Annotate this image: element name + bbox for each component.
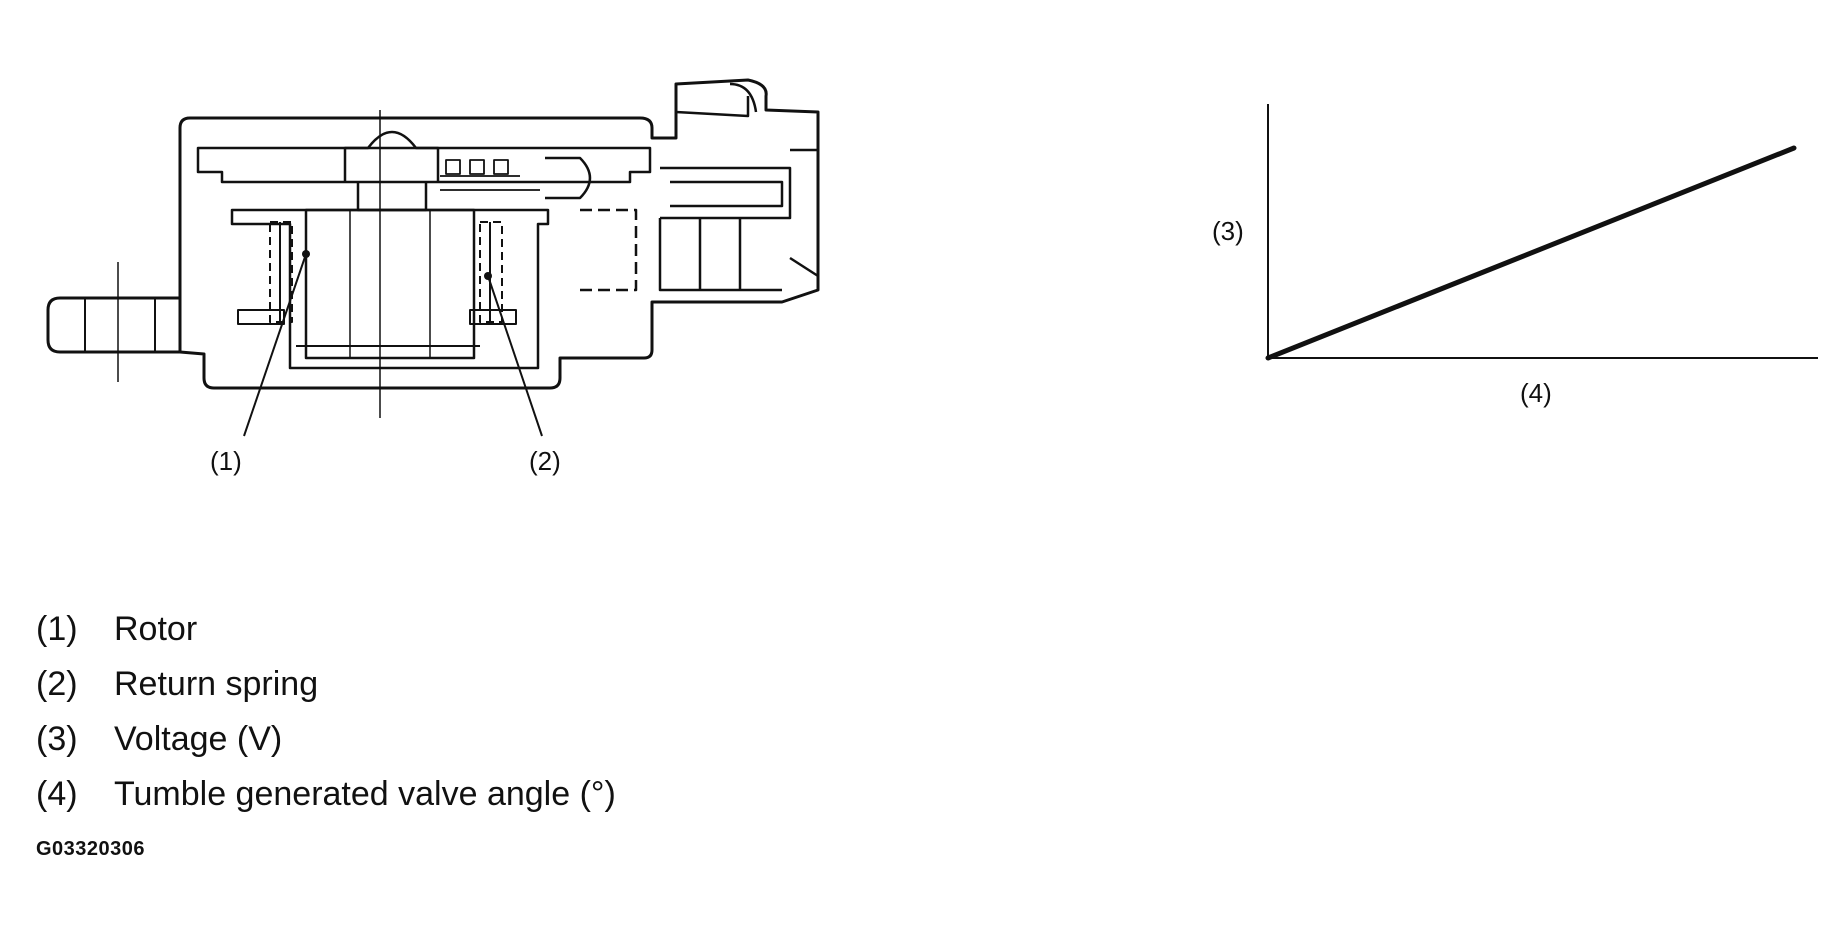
rotor-core (296, 208, 480, 360)
sensor-boss (545, 156, 638, 292)
callout-return-spring: (2) (529, 446, 561, 476)
legend-label: Return spring (114, 665, 319, 703)
return-spring-left (237, 221, 293, 325)
shaft-head (343, 130, 440, 212)
legend-number: (1) (36, 610, 78, 648)
figure-id: G03320306 (36, 838, 146, 860)
mounting-flange (46, 262, 180, 382)
spring-leader-dot (484, 272, 492, 280)
legend-number: (3) (36, 720, 78, 758)
chart-series-line (1265, 145, 1797, 361)
valve-sensor-cross-section (46, 78, 820, 437)
legend-number: (2) (36, 665, 78, 703)
return-spring-right (469, 221, 517, 325)
legend-label: Tumble generated valve angle (°) (114, 775, 616, 813)
legend-label: Voltage (V) (114, 720, 283, 758)
chart-y-label: (3) (1212, 216, 1244, 246)
chart-x-label: (4) (1520, 378, 1552, 408)
housing-outline (178, 78, 820, 390)
connector-body (658, 82, 819, 292)
callout-leaders (243, 253, 543, 437)
hall-element (440, 159, 540, 191)
top-cavity (196, 146, 652, 184)
legend-label: Rotor (114, 610, 198, 648)
voltage-angle-chart (1265, 104, 1818, 361)
legend-number: (4) (36, 775, 78, 813)
callout-rotor: (1) (210, 446, 242, 476)
rotor-leader-dot (302, 250, 310, 258)
rotor-cup (230, 208, 550, 370)
